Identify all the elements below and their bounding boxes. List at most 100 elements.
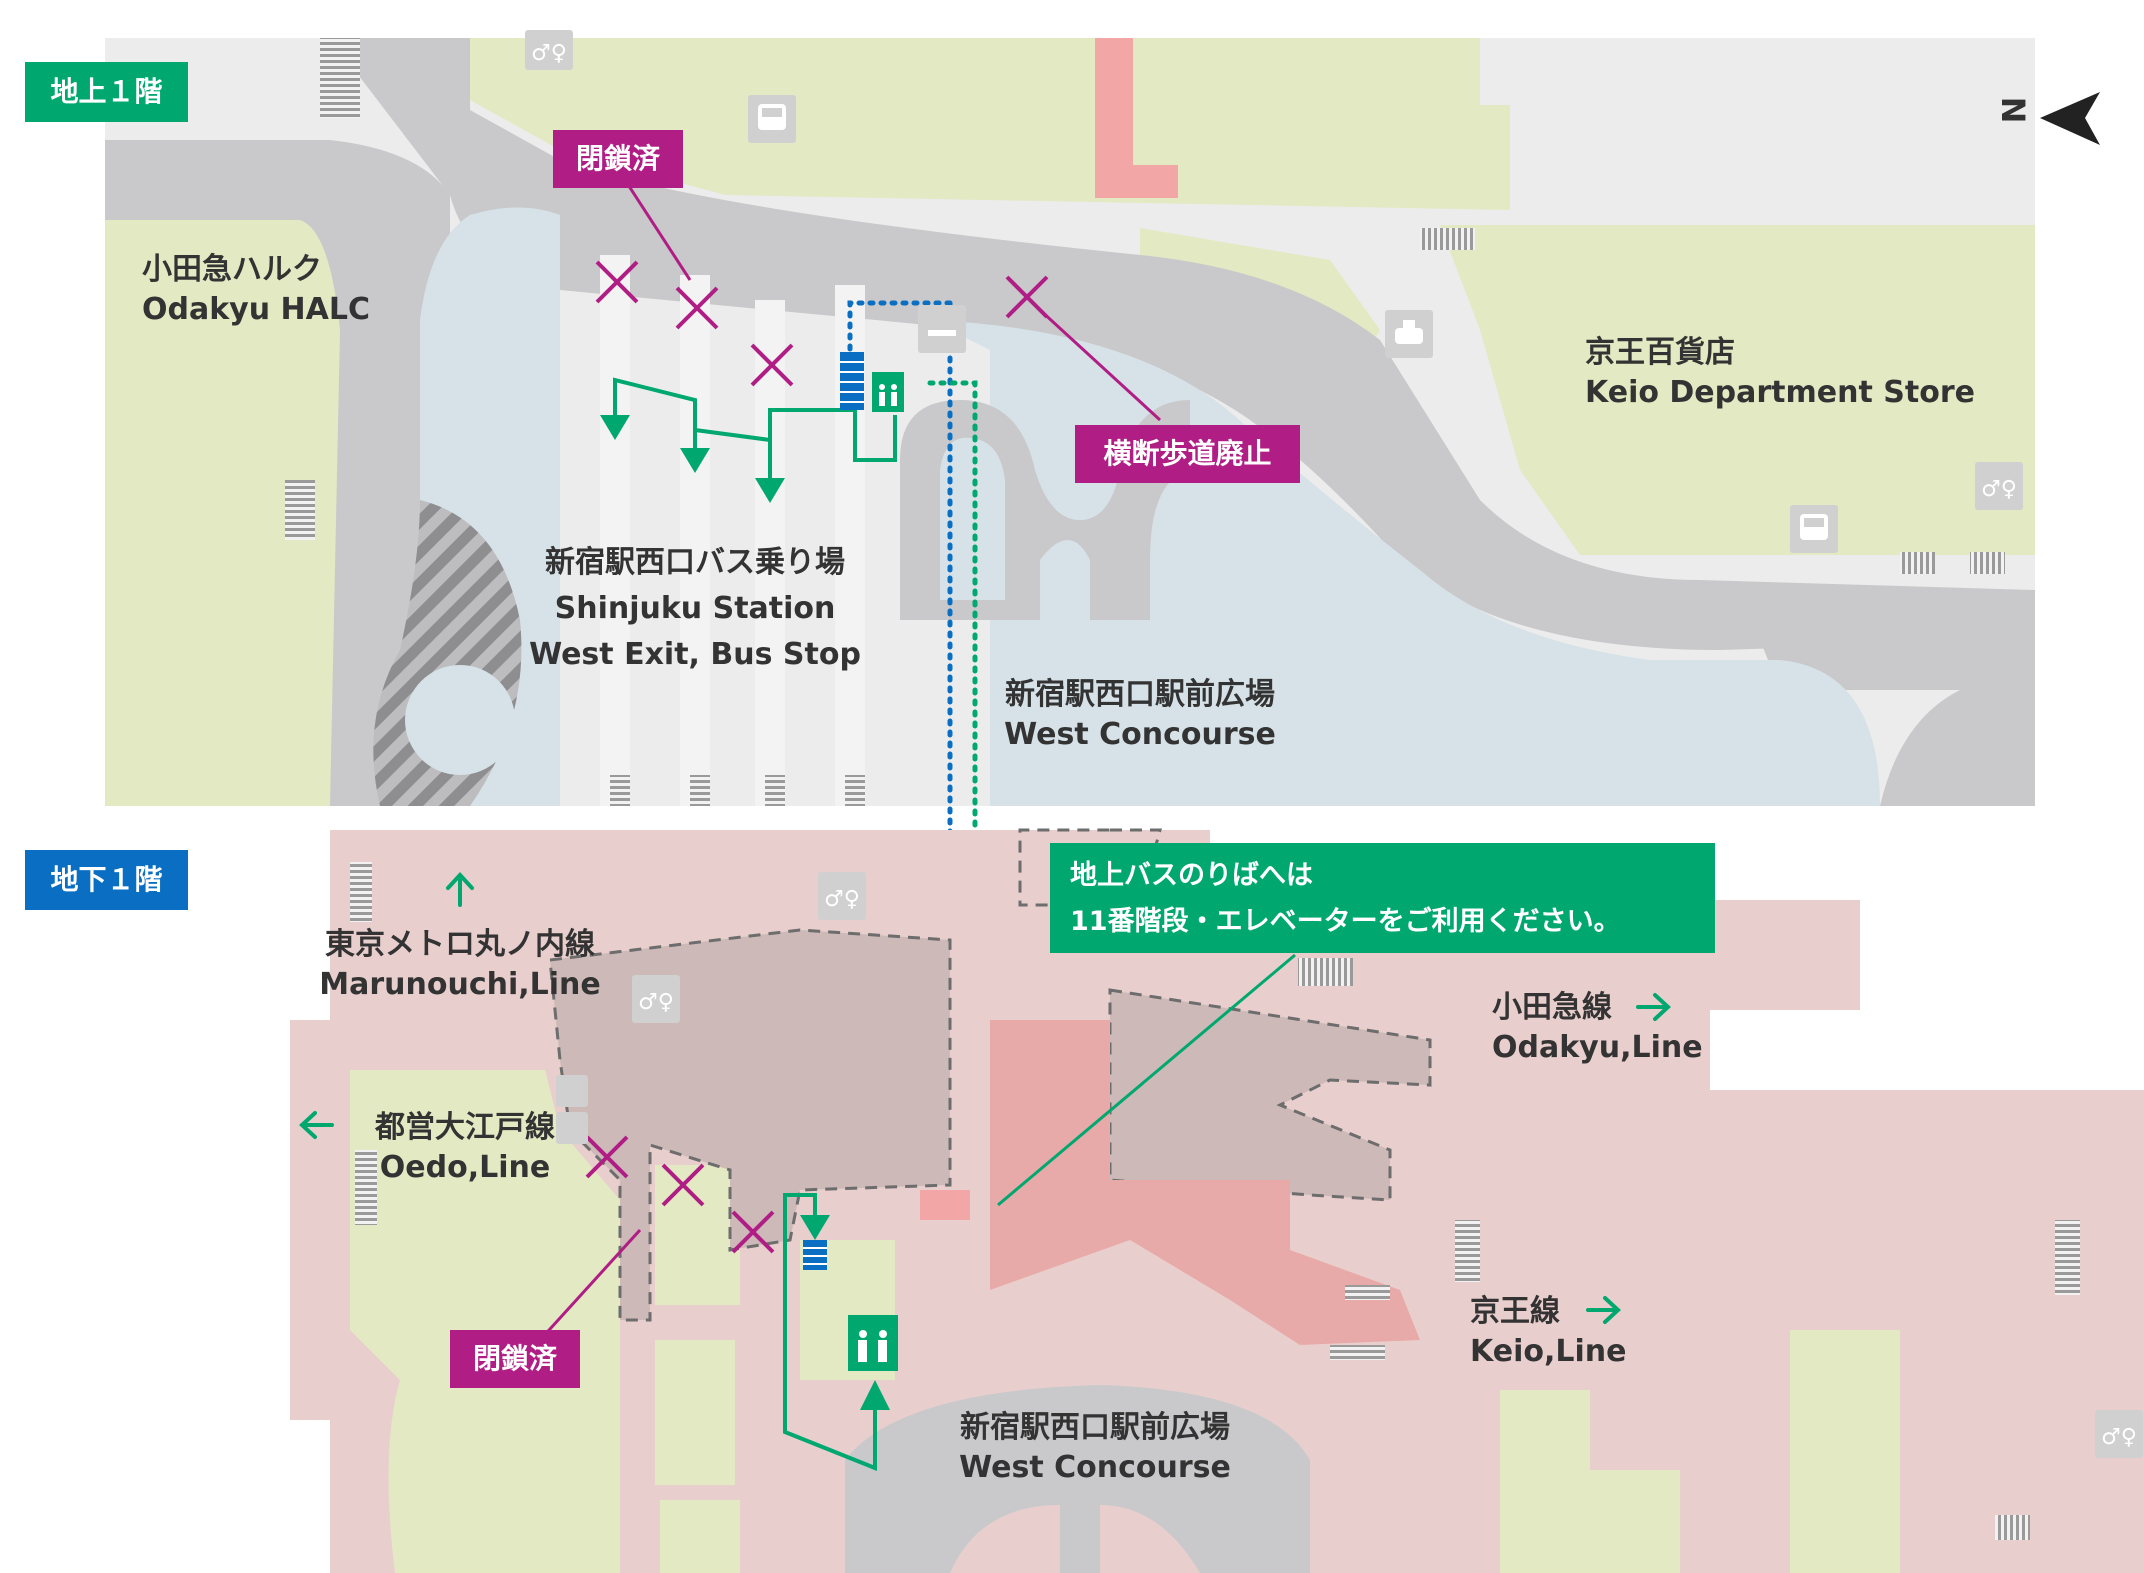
place-bus-stop-en1: Shinjuku Station — [554, 591, 836, 626]
u-turn-inner — [940, 437, 1005, 600]
basement-green-east-2 — [1790, 1330, 1900, 1573]
bus-access-notice: 地上バスのりばへは 11番階段・エレベーターをご利用ください。 — [1050, 843, 1715, 953]
closed-tag-crosswalk: 横断歩道廃止 — [1075, 425, 1300, 483]
direction-arrow-icon — [299, 872, 1671, 1324]
place-west-concourse-upper-en: West Concourse — [1004, 717, 1276, 752]
place-keio-line: 京王線 Keio,Line — [1470, 1292, 1626, 1372]
place-oedo-ja: 都営大江戸線 — [375, 1110, 555, 1145]
place-oedo-en: Oedo,Line — [379, 1150, 551, 1185]
place-odakyu-halc-ja: 小田急ハルク — [142, 252, 322, 287]
place-marunouchi-ja: 東京メトロ丸ノ内線 — [325, 927, 595, 962]
svg-text:♂♀: ♂♀ — [2101, 1425, 2137, 1450]
building-north-block — [470, 38, 1510, 210]
restroom-icon: ♂♀ — [525, 30, 573, 70]
direction-arrow-icon — [600, 415, 785, 503]
place-west-concourse-lower-ja: 新宿駅西口駅前広場 — [960, 1410, 1230, 1445]
notice-leader — [997, 953, 1296, 1207]
basement-green-west — [350, 1070, 620, 1573]
restroom-icon: ♂♀ — [1975, 462, 2023, 510]
red-area-center — [990, 1020, 1420, 1345]
crosswalk-stripes-5 — [765, 775, 785, 806]
place-oedo: 都営大江戸線 Oedo,Line — [340, 1108, 590, 1188]
place-keio-dept: 京王百貨店 Keio Department Store — [1585, 333, 1975, 413]
road-west — [105, 140, 450, 806]
notice-line-1: 地上バスのりばへは — [1070, 860, 1313, 891]
closed-leader-basement — [538, 1228, 642, 1342]
place-keio-dept-en: Keio Department Store — [1585, 375, 1975, 410]
green-route-basement — [783, 1193, 877, 1471]
elevator-icon — [872, 372, 904, 412]
bus-island-2 — [680, 275, 710, 806]
road-north — [330, 38, 2035, 650]
building-odakyu-halc — [105, 188, 345, 806]
stairs-mark-b5 — [2055, 1220, 2080, 1295]
bus-island-1 — [600, 255, 630, 806]
basement-green-block-2 — [655, 1340, 735, 1485]
stairs-mark-b2 — [355, 1150, 377, 1225]
closed-x-icon — [595, 260, 1049, 387]
place-keio-dept-ja: 京王百貨店 — [1585, 335, 1735, 370]
lower-plaza-inner — [950, 1505, 1200, 1573]
basement-floor-map: ♂♀ ♂♀ ♂♀ — [290, 828, 2144, 1573]
red-corridor-small — [920, 1190, 970, 1220]
closed-leader-ground — [623, 179, 692, 281]
bus-icon — [1790, 505, 1838, 553]
bus-icon — [748, 95, 796, 143]
north-arrow-icon — [2040, 92, 2100, 145]
crosswalk-stripes-3 — [610, 775, 630, 806]
closed-tag-ground: 閉鎖済 — [553, 130, 683, 188]
stairs-mark-b8 — [1330, 1345, 1385, 1360]
stairs-mark-1 — [1900, 552, 1935, 574]
place-keio-line-ja: 京王線 — [1470, 1294, 1560, 1329]
svg-text:♂♀: ♂♀ — [531, 41, 567, 66]
place-odakyu-line-ja: 小田急線 — [1492, 990, 1612, 1025]
place-west-concourse-lower: 新宿駅西口駅前広場 West Concourse — [945, 1408, 1245, 1488]
place-west-concourse-upper: 新宿駅西口駅前広場 West Concourse — [985, 675, 1295, 755]
stairs-mark-b7 — [1345, 1285, 1390, 1300]
place-west-concourse-upper-ja: 新宿駅西口駅前広場 — [1005, 677, 1275, 712]
place-odakyu-halc-en: Odakyu HALC — [142, 292, 370, 327]
place-bus-stop: 新宿駅西口バス乗り場 Shinjuku Station West Exit, B… — [515, 540, 875, 678]
restroom-icon: ♂♀ — [632, 975, 680, 1023]
floor-tag-ground: 地上１階 — [25, 62, 188, 122]
restroom-icon: ♂♀ — [818, 872, 866, 920]
stairs-mark-2 — [1970, 552, 2005, 574]
place-bus-stop-en2: West Exit, Bus Stop — [529, 637, 861, 672]
stairs-mark-3 — [1420, 228, 1475, 250]
floor-tag-basement: 地下１階 — [25, 850, 188, 910]
place-marunouchi: 東京メトロ丸ノ内線 Marunouchi,Line — [305, 925, 615, 1005]
gray-zone-west — [548, 928, 952, 1322]
stairs-mark-b1 — [350, 862, 372, 922]
crosswalk-stripes-6 — [845, 775, 865, 806]
stairs-mark-b4 — [1455, 1220, 1480, 1282]
smoking-icon — [918, 305, 966, 353]
place-marunouchi-en: Marunouchi,Line — [319, 967, 601, 1002]
crosswalk-stripes-2 — [285, 480, 315, 540]
basement-green-block-3 — [660, 1500, 740, 1573]
stairs-mark-b3 — [1298, 958, 1353, 986]
place-west-concourse-lower-en: West Concourse — [959, 1450, 1231, 1485]
place-bus-stop-ja: 新宿駅西口バス乗り場 — [545, 545, 845, 580]
stairs-steps — [840, 361, 864, 403]
pink-corridor — [1095, 38, 1133, 198]
place-keio-line-en: Keio,Line — [1470, 1334, 1627, 1369]
green-route-ground — [613, 377, 897, 480]
west-concourse-lower-plaza — [845, 1385, 1310, 1573]
building-keio-dept — [1440, 225, 2035, 555]
pink-corridor-end — [1133, 165, 1178, 198]
crosswalk-stripes-1 — [320, 38, 360, 118]
place-odakyu-halc: 小田急ハルク Odakyu HALC — [142, 250, 370, 330]
taxi-icon — [1385, 310, 1433, 358]
svg-text:♂♀: ♂♀ — [1981, 477, 2017, 502]
notice-line-2: 11番階段・エレベーターをご利用ください。 — [1070, 906, 1621, 937]
basement-green-block-1 — [655, 1165, 740, 1305]
restroom-icon: ♂♀ — [2095, 1410, 2143, 1458]
svg-text:♂♀: ♂♀ — [824, 887, 860, 912]
stairs-mark-b6 — [1995, 1515, 2030, 1540]
bus-island-3 — [755, 300, 785, 806]
basement-green-east — [1500, 1390, 1680, 1573]
crosswalk-stripes-4 — [690, 775, 710, 806]
roundabout-center — [405, 665, 515, 775]
svg-text:♂♀: ♂♀ — [638, 990, 674, 1015]
